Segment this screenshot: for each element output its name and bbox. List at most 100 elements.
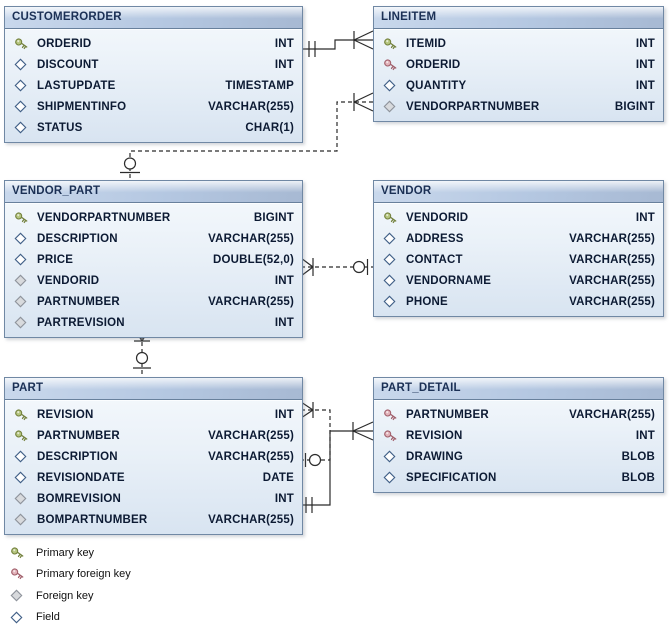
field-name: PRICE bbox=[37, 253, 74, 266]
field-icon bbox=[14, 450, 29, 464]
field-name: REVISIONDATE bbox=[37, 471, 125, 484]
field-type: VARCHAR(255) bbox=[208, 232, 294, 245]
field-type: VARCHAR(255) bbox=[208, 513, 294, 526]
field-name: PHONE bbox=[406, 295, 448, 308]
foreign-key-icon bbox=[14, 274, 29, 288]
table-header[interactable]: CUSTOMERORDER bbox=[5, 7, 302, 29]
field-type: BIGINT bbox=[614, 100, 655, 113]
field-name: ADDRESS bbox=[406, 232, 464, 245]
field-icon bbox=[10, 610, 25, 624]
field-type: INT bbox=[635, 58, 655, 71]
field-icon bbox=[383, 79, 398, 93]
field-type: VARCHAR(255) bbox=[569, 295, 655, 308]
relationship-lineitem-vendorpart[interactable] bbox=[120, 92, 374, 180]
field-type: BLOB bbox=[621, 471, 655, 484]
field-row-phone[interactable]: PHONE VARCHAR(255) bbox=[374, 291, 663, 312]
table-header[interactable]: VENDOR bbox=[374, 181, 663, 203]
relationship-part-partdetail[interactable] bbox=[301, 421, 374, 513]
primary-key-icon bbox=[14, 408, 29, 422]
field-name: BOMPARTNUMBER bbox=[37, 513, 148, 526]
field-name: LASTUPDATE bbox=[37, 79, 116, 92]
foreign-key-icon bbox=[14, 492, 29, 506]
field-name: VENDORID bbox=[37, 274, 100, 287]
legend-item-fk: Foreign key bbox=[10, 585, 131, 607]
field-row-partrevision[interactable]: PARTREVISION INT bbox=[5, 312, 302, 333]
foreign-key-icon bbox=[14, 513, 29, 527]
field-name: PARTREVISION bbox=[37, 316, 125, 329]
table-header[interactable]: PART bbox=[5, 378, 302, 400]
table-header[interactable]: VENDOR_PART bbox=[5, 181, 302, 203]
primary-key-icon bbox=[10, 546, 25, 560]
table-body: PARTNUMBER VARCHAR(255) REVISION INT DRAWING… bbox=[374, 400, 663, 492]
primary-foreign-key-icon bbox=[10, 567, 25, 581]
field-row-partnumber[interactable]: PARTNUMBER VARCHAR(255) bbox=[374, 404, 663, 425]
field-name: REVISION bbox=[406, 429, 463, 442]
legend-item-pk: Primary key bbox=[10, 542, 131, 564]
field-row-partnumber[interactable]: PARTNUMBER VARCHAR(255) bbox=[5, 291, 302, 312]
field-type: INT bbox=[274, 408, 294, 421]
table-header[interactable]: PART_DETAIL bbox=[374, 378, 663, 400]
primary-foreign-key-icon bbox=[383, 408, 398, 422]
field-icon bbox=[383, 450, 398, 464]
field-type: INT bbox=[274, 316, 294, 329]
legend-item-field: Field bbox=[10, 607, 131, 626]
field-row-bompartnumber[interactable]: BOMPARTNUMBER VARCHAR(255) bbox=[5, 509, 302, 530]
table-part_detail[interactable]: PART_DETAIL PARTNUMBER VARCHAR(255) REVISIO… bbox=[373, 377, 664, 493]
field-name: SHIPMENTINFO bbox=[37, 100, 127, 113]
field-type: INT bbox=[635, 37, 655, 50]
field-name: VENDORID bbox=[406, 211, 469, 224]
table-header[interactable]: LINEITEM bbox=[374, 7, 663, 29]
field-row-revision[interactable]: REVISION INT bbox=[374, 425, 663, 446]
field-type: INT bbox=[274, 492, 294, 505]
primary-key-icon bbox=[14, 429, 29, 443]
table-title: PART_DETAIL bbox=[381, 382, 461, 394]
field-type: VARCHAR(255) bbox=[208, 295, 294, 308]
relationship-customerorder-lineitem[interactable] bbox=[301, 30, 374, 57]
field-type: VARCHAR(255) bbox=[569, 408, 655, 421]
field-name: DESCRIPTION bbox=[37, 450, 118, 463]
field-icon bbox=[383, 295, 398, 309]
field-type: BLOB bbox=[621, 450, 655, 463]
table-title: LINEITEM bbox=[381, 11, 437, 23]
primary-key-icon bbox=[14, 37, 29, 51]
field-type: INT bbox=[635, 429, 655, 442]
primary-key-icon bbox=[14, 211, 29, 225]
relationship-part-self-bom[interactable] bbox=[300, 401, 331, 467]
relationship-vendorpart-vendor[interactable] bbox=[300, 257, 373, 277]
field-icon bbox=[14, 232, 29, 246]
field-name: PARTNUMBER bbox=[37, 295, 120, 308]
field-name: PARTNUMBER bbox=[406, 408, 489, 421]
